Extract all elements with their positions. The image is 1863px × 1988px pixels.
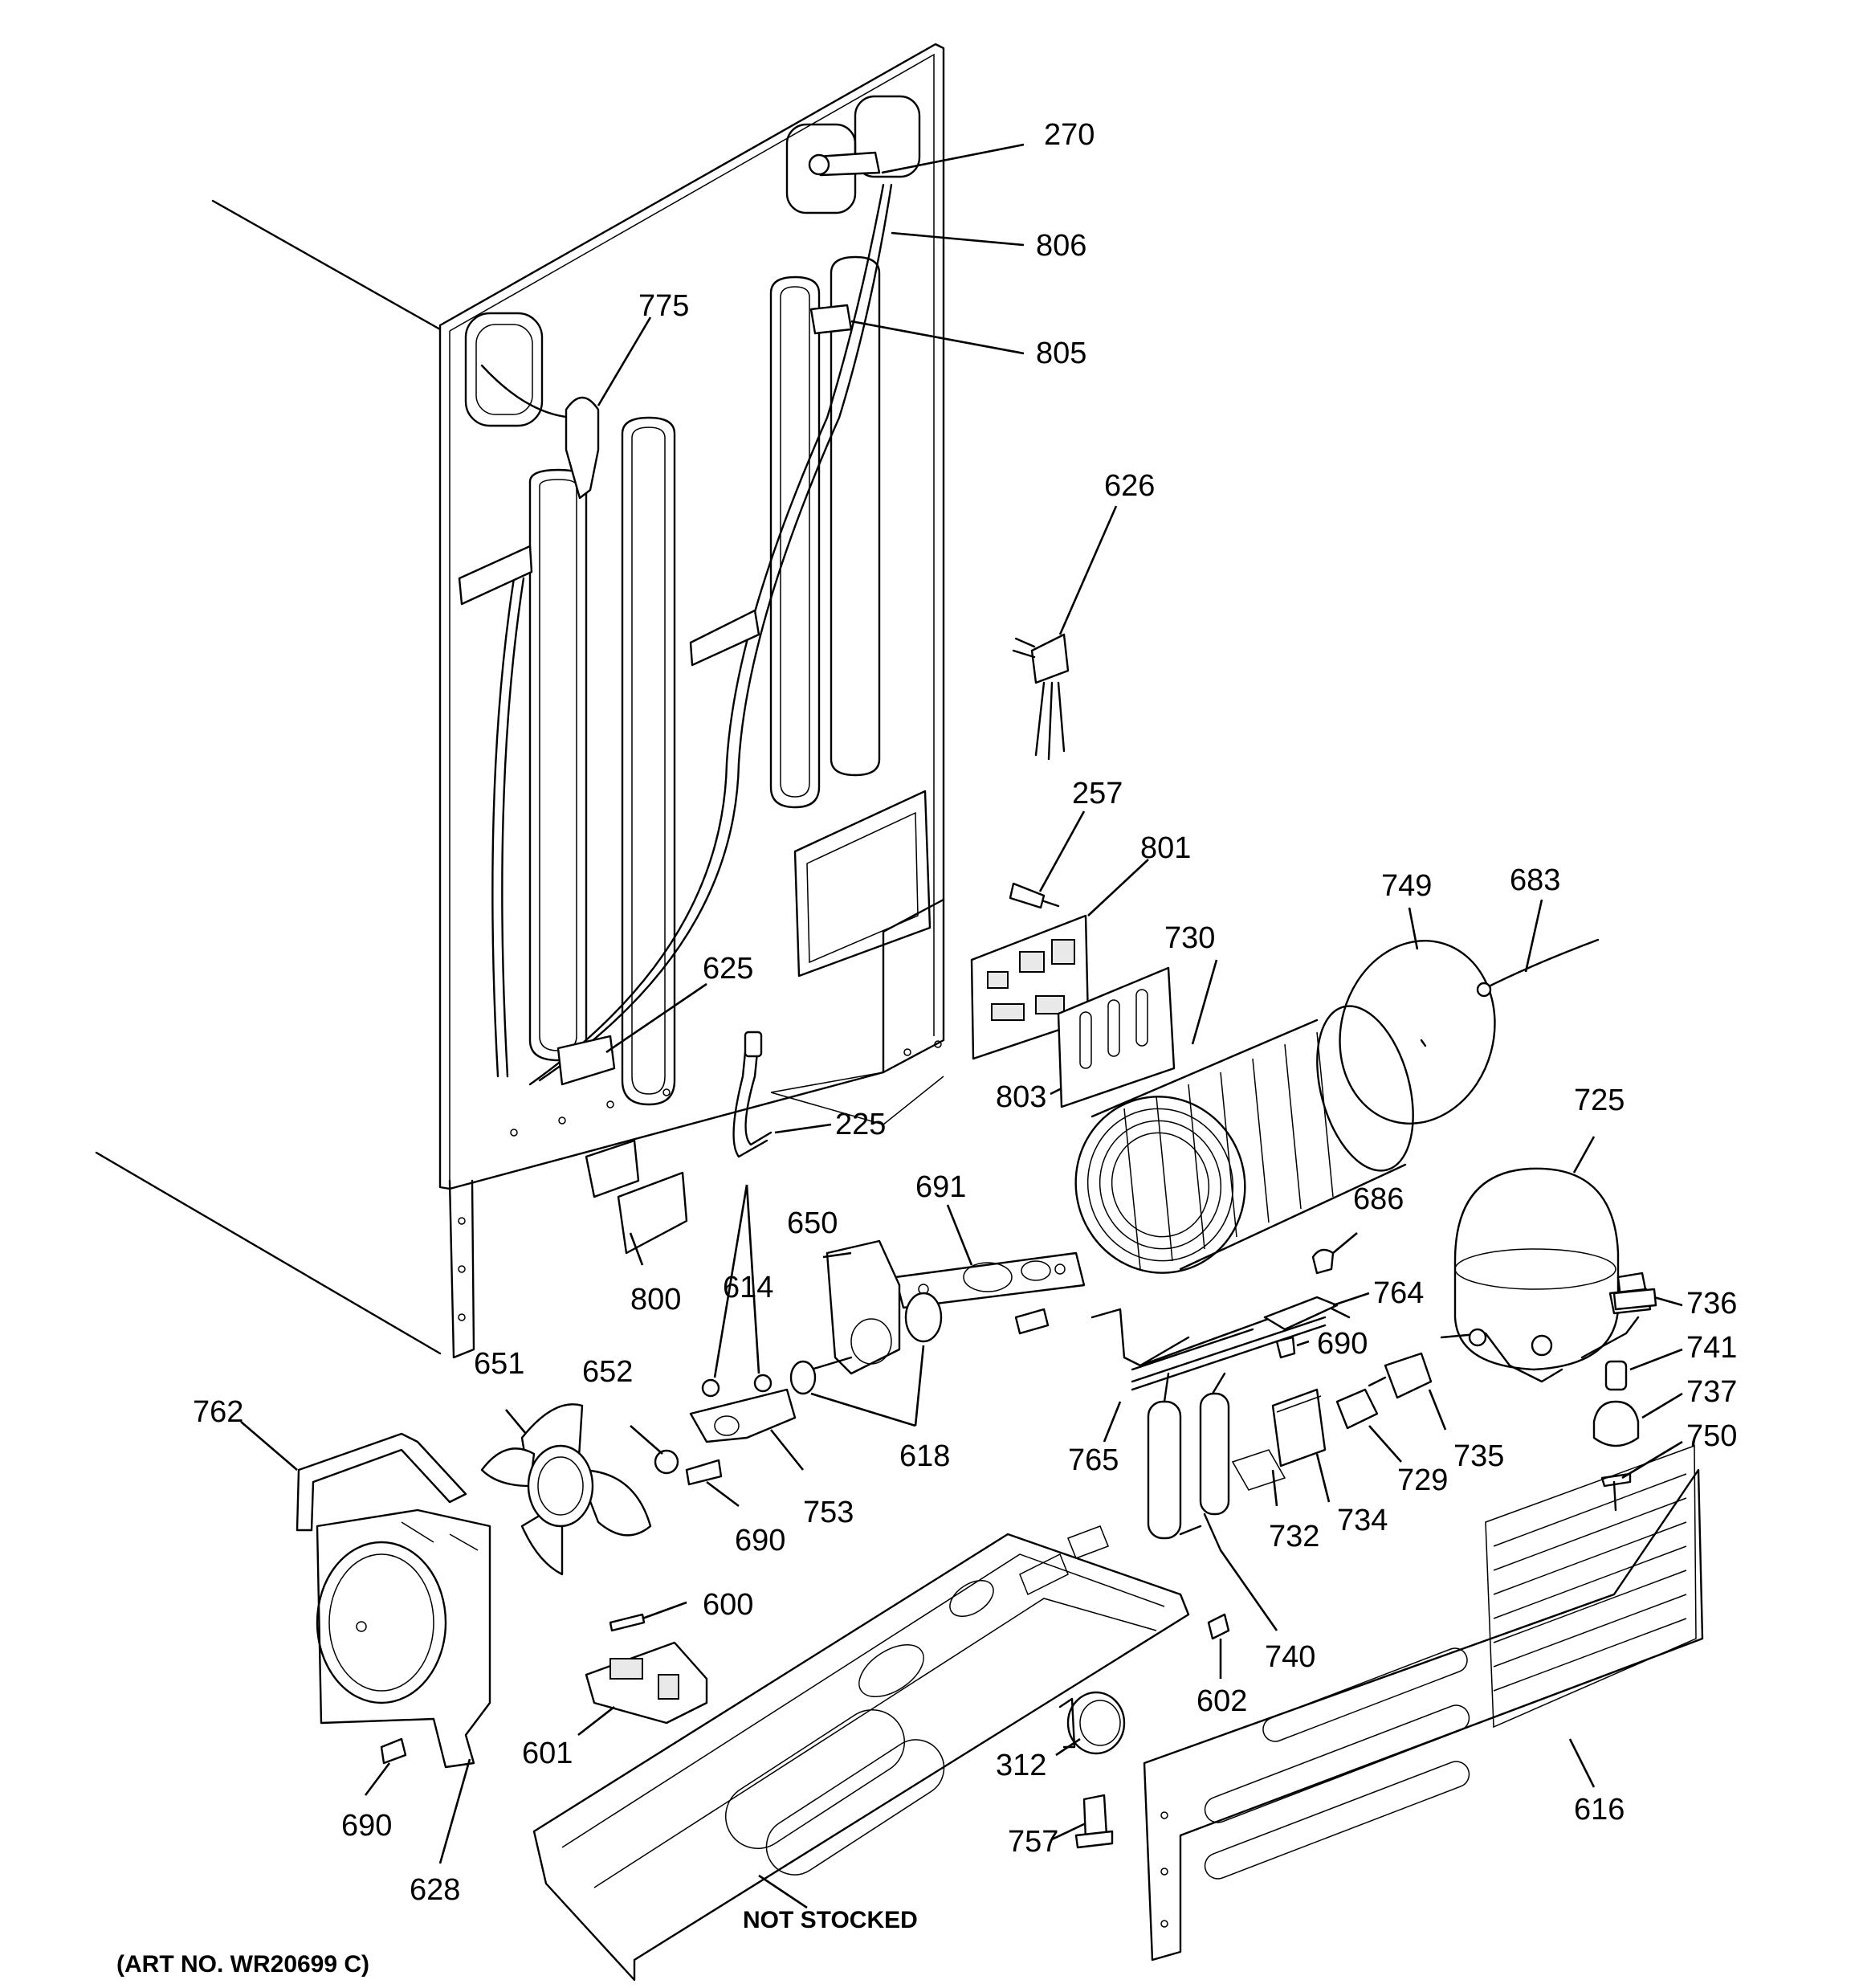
callout-736: 736 bbox=[1686, 1287, 1737, 1321]
callout-734: 734 bbox=[1337, 1504, 1388, 1537]
caster-312 bbox=[1058, 1691, 1126, 1755]
screw-686 bbox=[1311, 1248, 1335, 1275]
callout-602: 602 bbox=[1196, 1684, 1247, 1718]
callout-806: 806 bbox=[1036, 229, 1086, 263]
callout-312: 312 bbox=[996, 1749, 1046, 1782]
pin-600 bbox=[609, 1613, 646, 1632]
callout-690-bottom: 690 bbox=[341, 1809, 392, 1843]
callout-626: 626 bbox=[1104, 469, 1155, 503]
screw-690a bbox=[685, 1459, 723, 1486]
callout-753: 753 bbox=[803, 1496, 854, 1529]
callout-686: 686 bbox=[1353, 1182, 1404, 1216]
access-panel-616 bbox=[1143, 1444, 1704, 1961]
callout-775: 775 bbox=[638, 289, 689, 323]
callout-618: 618 bbox=[899, 1439, 950, 1473]
callout-732: 732 bbox=[1269, 1520, 1319, 1553]
callout-730: 730 bbox=[1164, 921, 1215, 955]
callout-690-top: 690 bbox=[1317, 1327, 1368, 1361]
callout-601: 601 bbox=[522, 1737, 573, 1770]
callout-683: 683 bbox=[1510, 863, 1560, 897]
compressor-725 bbox=[1440, 1167, 1652, 1383]
leader-lines bbox=[240, 143, 1683, 1909]
callout-257: 257 bbox=[1072, 777, 1123, 810]
capacitor-734 bbox=[1271, 1388, 1327, 1468]
callout-764: 764 bbox=[1373, 1276, 1424, 1310]
callout-651: 651 bbox=[474, 1347, 524, 1381]
mount-618 bbox=[789, 1292, 943, 1395]
callout-614: 614 bbox=[723, 1271, 773, 1304]
board-cover-803 bbox=[1057, 966, 1176, 1108]
callout-749: 749 bbox=[1381, 869, 1432, 903]
power-cord-626 bbox=[1012, 633, 1070, 761]
thermistor-257 bbox=[1009, 882, 1060, 909]
fan-blade-651 bbox=[480, 1403, 652, 1576]
callout-735: 735 bbox=[1453, 1439, 1504, 1473]
leveler-757 bbox=[1074, 1794, 1114, 1849]
art-number: (ART NO. WR20699 C) bbox=[116, 1951, 369, 1978]
fan-disc-749 bbox=[1339, 940, 1496, 1125]
callout-652: 652 bbox=[582, 1355, 633, 1389]
drier-740 bbox=[1147, 1372, 1230, 1552]
callout-741: 741 bbox=[1686, 1331, 1737, 1365]
screw-690b bbox=[1014, 1308, 1050, 1335]
callout-628: 628 bbox=[410, 1873, 460, 1907]
callout-650: 650 bbox=[787, 1206, 838, 1240]
grommets-614 bbox=[701, 1374, 773, 1398]
callout-616: 616 bbox=[1574, 1793, 1625, 1827]
nut-652 bbox=[654, 1449, 679, 1475]
sleeve-741 bbox=[1604, 1360, 1628, 1391]
callout-762: 762 bbox=[193, 1395, 243, 1429]
relay-735 bbox=[1368, 1352, 1433, 1399]
bracket-800 bbox=[585, 1139, 688, 1255]
callout-765: 765 bbox=[1068, 1443, 1119, 1477]
callout-757: 757 bbox=[1008, 1825, 1058, 1859]
stud-750 bbox=[1600, 1472, 1632, 1512]
grommet-737 bbox=[1592, 1400, 1640, 1447]
callout-740: 740 bbox=[1265, 1640, 1315, 1674]
bracket-753 bbox=[689, 1388, 797, 1443]
bracket-765 bbox=[1131, 1316, 1327, 1391]
callout-625: 625 bbox=[703, 952, 753, 986]
callout-800: 800 bbox=[630, 1283, 681, 1316]
callout-750: 750 bbox=[1686, 1419, 1737, 1453]
bracket-764 bbox=[1263, 1296, 1339, 1331]
base-pan bbox=[532, 1525, 1190, 1982]
callout-803: 803 bbox=[996, 1080, 1046, 1114]
drain-tube-225 bbox=[732, 1031, 773, 1158]
callout-691: 691 bbox=[915, 1170, 966, 1204]
overload-729 bbox=[1335, 1388, 1379, 1430]
not-stocked-label: NOT STOCKED bbox=[743, 1907, 918, 1933]
bracket-691 bbox=[894, 1251, 1086, 1309]
callout-225: 225 bbox=[835, 1108, 886, 1141]
callout-725: 725 bbox=[1574, 1084, 1625, 1117]
cover-732 bbox=[1231, 1449, 1286, 1491]
callout-737: 737 bbox=[1686, 1375, 1737, 1409]
tube-762 bbox=[296, 1432, 467, 1532]
callout-270: 270 bbox=[1044, 118, 1095, 152]
callout-600: 600 bbox=[703, 1588, 753, 1622]
shroud-628 bbox=[316, 1508, 491, 1769]
grommet-736 bbox=[1612, 1288, 1657, 1311]
callout-805: 805 bbox=[1036, 337, 1086, 370]
bracket-601 bbox=[585, 1641, 708, 1725]
callout-690-mid: 690 bbox=[735, 1524, 785, 1557]
callout-801: 801 bbox=[1140, 831, 1191, 865]
screw-690d bbox=[380, 1737, 407, 1765]
tie-683 bbox=[1476, 938, 1600, 998]
callout-labels: 270 806 775 805 626 257 801 625 730 749 … bbox=[116, 118, 1737, 1978]
screw-602 bbox=[1207, 1613, 1230, 1640]
motor-650 bbox=[809, 1239, 901, 1375]
cabinet-back-panel bbox=[95, 43, 945, 1359]
callout-729: 729 bbox=[1397, 1463, 1448, 1497]
